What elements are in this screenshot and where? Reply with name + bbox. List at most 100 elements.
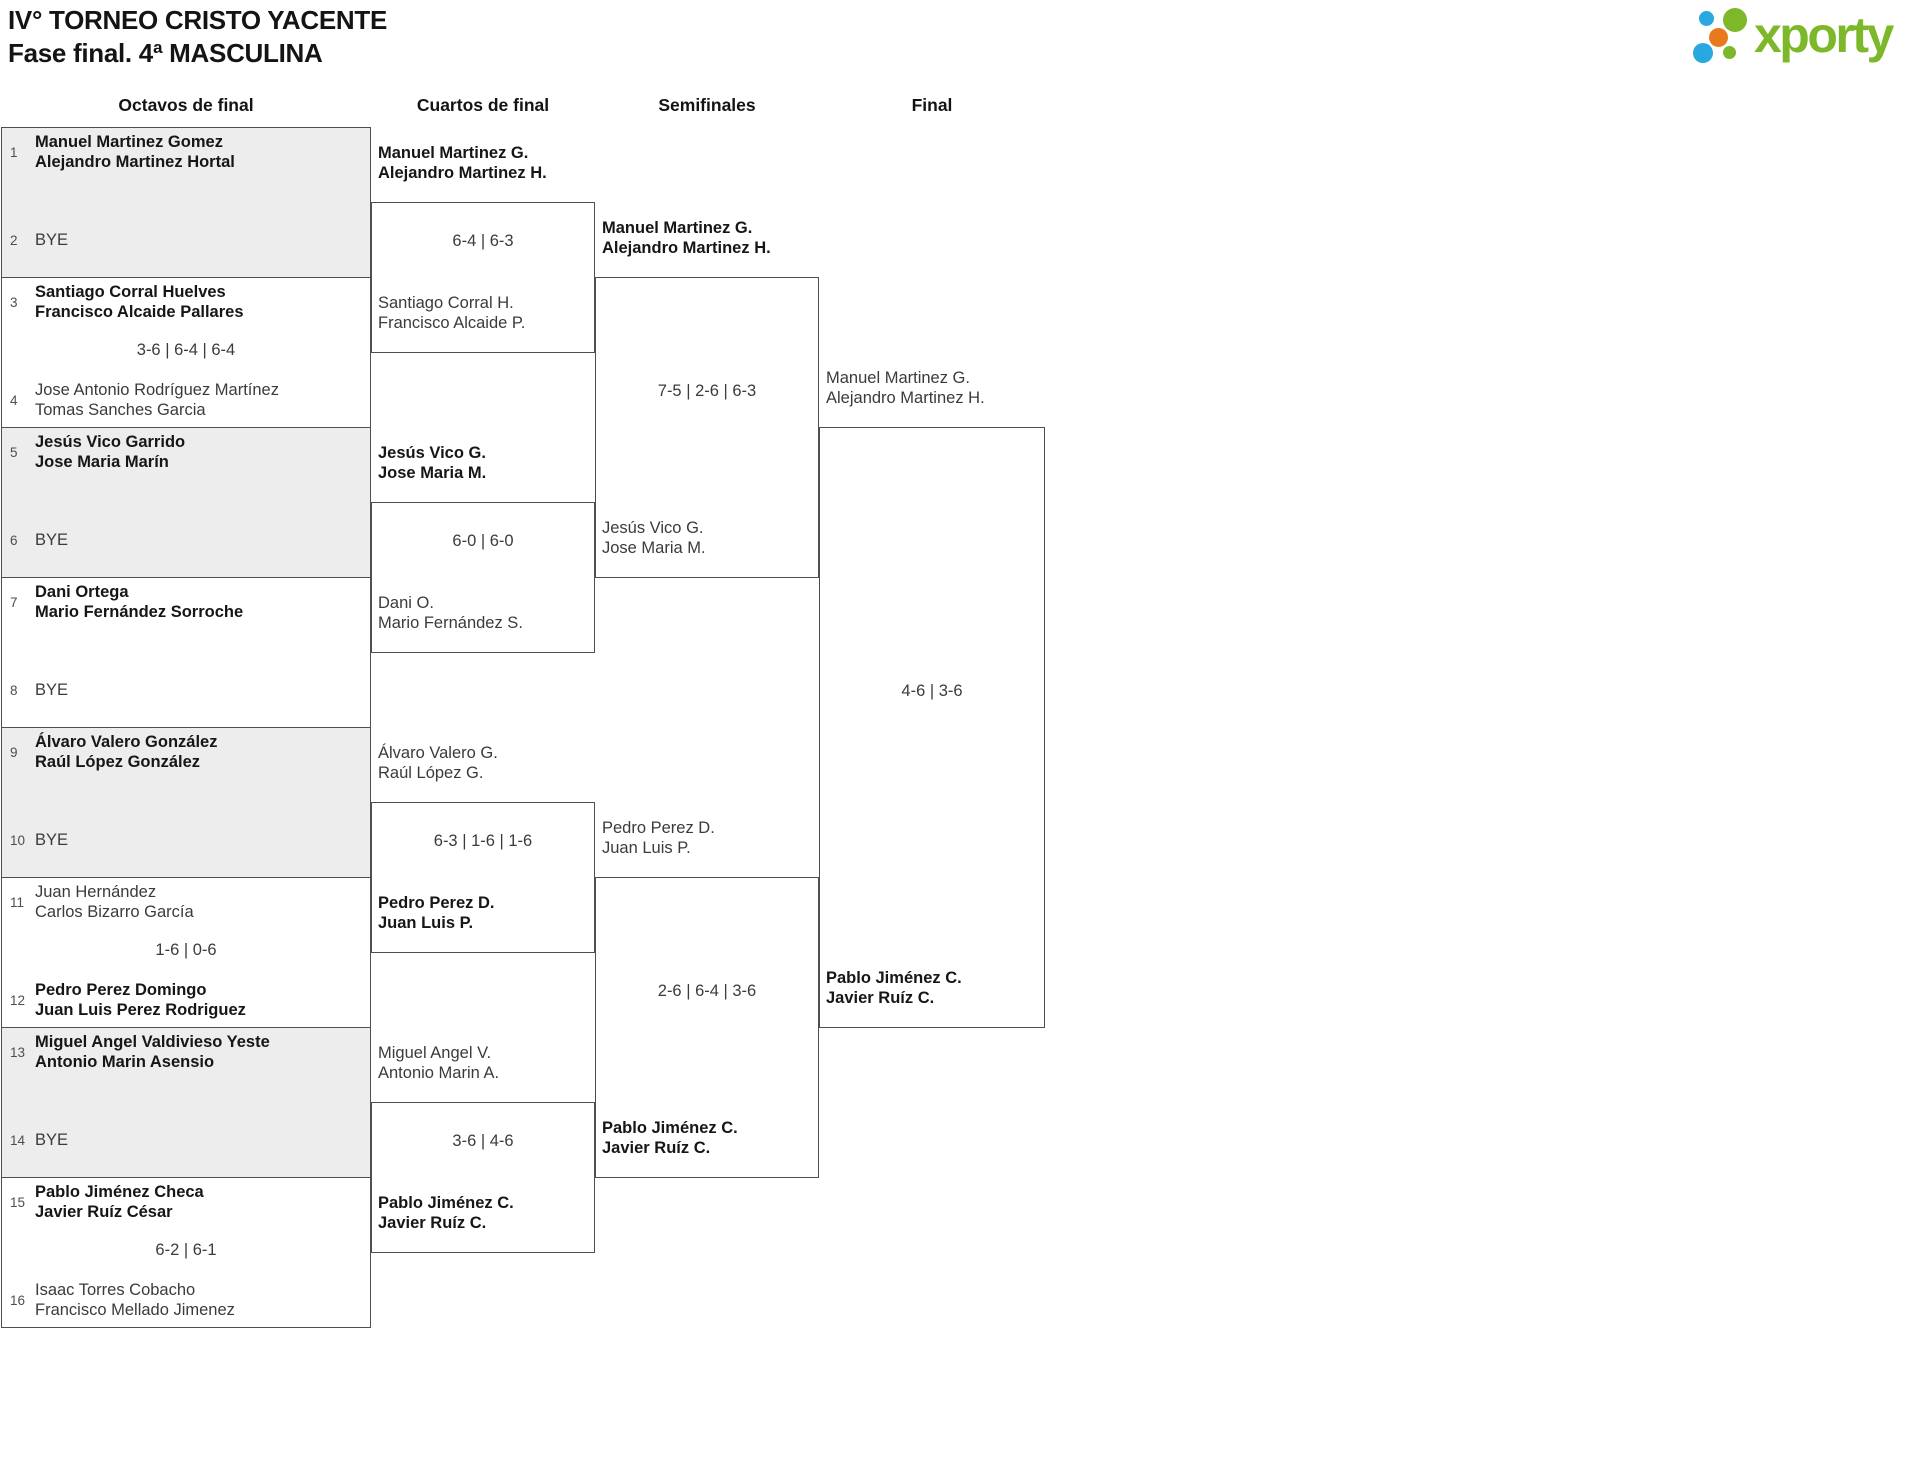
team-label: Santiago Corral H. Francisco Alcaide P. bbox=[378, 294, 526, 332]
match-score: 6-0 | 6-0 bbox=[452, 532, 514, 550]
team-names: Pablo Jiménez Checa Javier Ruíz César bbox=[35, 1183, 204, 1221]
sf-match-1-box bbox=[595, 277, 819, 578]
sf-match-2-box bbox=[595, 877, 819, 1178]
seed-number: 12 bbox=[10, 992, 26, 1008]
r16-match-1: 1 Manuel Martinez Gomez Alejandro Martin… bbox=[1, 127, 371, 278]
seed-number: 1 bbox=[10, 144, 18, 160]
seed-number: 16 bbox=[10, 1292, 26, 1308]
team-names: BYE bbox=[35, 831, 69, 849]
team-names: Dani Ortega Mario Fernández Sorroche bbox=[35, 583, 244, 621]
team-label: Pedro Perez D. Juan Luis P. bbox=[378, 894, 495, 932]
participant-row: 10 BYE bbox=[10, 831, 364, 851]
seed-number: 11 bbox=[10, 894, 25, 910]
match-score: 1-6 | 0-6 bbox=[155, 941, 217, 959]
qf-match-4-box bbox=[371, 1102, 595, 1253]
match-score: 2-6 | 6-4 | 3-6 bbox=[657, 982, 757, 1000]
seed-number: 4 bbox=[10, 392, 18, 408]
team-label: Manuel Martinez G. Alejandro Martinez H. bbox=[602, 219, 771, 257]
tournament-subtitle: Fase final. 4ª MASCULINA bbox=[8, 38, 323, 68]
team-names: Juan Hernández Carlos Bizarro García bbox=[35, 883, 194, 921]
participant-row: 11 Juan Hernández Carlos Bizarro García bbox=[10, 883, 364, 922]
team-label: Pedro Perez D. Juan Luis P. bbox=[602, 819, 715, 857]
round-header-final: Final bbox=[911, 95, 953, 115]
team-names: BYE bbox=[35, 681, 69, 699]
team-names: Jesús Vico Garrido Jose Maria Marín bbox=[35, 433, 186, 471]
final-match-box bbox=[819, 427, 1045, 1028]
participant-row: 16 Isaac Torres Cobacho Francisco Mellad… bbox=[10, 1281, 364, 1320]
qf-match-3-box bbox=[371, 802, 595, 953]
seed-number: 9 bbox=[10, 744, 18, 760]
team-label: Manuel Martinez G. Alejandro Martinez H. bbox=[378, 144, 547, 182]
seed-number: 6 bbox=[10, 532, 18, 548]
team-label: Jesús Vico G. Jose Maria M. bbox=[602, 519, 706, 557]
team-label: Pablo Jiménez C. Javier Ruíz C. bbox=[602, 1119, 738, 1157]
participant-row: 1 Manuel Martinez Gomez Alejandro Martin… bbox=[10, 133, 364, 172]
participant-row: 13 Miguel Angel Valdivieso Yeste Antonio… bbox=[10, 1033, 364, 1072]
seed-number: 3 bbox=[10, 294, 18, 310]
team-names: Jose Antonio Rodríguez Martínez Tomas Sa… bbox=[35, 381, 279, 419]
seed-number: 13 bbox=[10, 1044, 26, 1060]
team-names: Santiago Corral Huelves Francisco Alcaid… bbox=[35, 283, 244, 321]
participant-row: 2 BYE bbox=[10, 231, 364, 251]
r16-match-8: 15 Pablo Jiménez Checa Javier Ruíz César… bbox=[1, 1177, 371, 1328]
team-label: Dani O. Mario Fernández S. bbox=[378, 594, 523, 632]
participant-row: 12 Pedro Perez Domingo Juan Luis Perez R… bbox=[10, 981, 364, 1020]
r16-match-3: 5 Jesús Vico Garrido Jose Maria Marín 6 … bbox=[1, 427, 371, 578]
match-score: 6-4 | 6-3 bbox=[452, 232, 514, 250]
participant-row: 5 Jesús Vico Garrido Jose Maria Marín bbox=[10, 433, 364, 472]
r16-match-4: 7 Dani Ortega Mario Fernández Sorroche 8… bbox=[1, 577, 371, 728]
seed-number: 10 bbox=[10, 832, 26, 848]
team-label: Jesús Vico G. Jose Maria M. bbox=[378, 444, 487, 482]
match-score: 6-3 | 1-6 | 1-6 bbox=[433, 832, 533, 850]
match-score: 3-6 | 6-4 | 6-4 bbox=[136, 341, 236, 359]
seed-number: 5 bbox=[10, 444, 18, 460]
xporty-logo[interactable]: xporty bbox=[1690, 6, 1918, 78]
r16-match-7: 13 Miguel Angel Valdivieso Yeste Antonio… bbox=[1, 1027, 371, 1178]
seed-number: 2 bbox=[10, 232, 18, 248]
participant-row: 9 Álvaro Valero González Raúl López Gonz… bbox=[10, 733, 364, 772]
logo-dot-green-small-icon bbox=[1723, 46, 1736, 59]
r16-match-5: 9 Álvaro Valero González Raúl López Gonz… bbox=[1, 727, 371, 878]
participant-row: 8 BYE bbox=[10, 681, 364, 701]
team-names: Miguel Angel Valdivieso Yeste Antonio Ma… bbox=[35, 1033, 270, 1071]
seed-number: 7 bbox=[10, 594, 18, 610]
participant-row: 6 BYE bbox=[10, 531, 364, 551]
qf-match-2-box bbox=[371, 502, 595, 653]
round-header-cuartos: Cuartos de final bbox=[416, 95, 550, 115]
participant-row: 4 Jose Antonio Rodríguez Martínez Tomas … bbox=[10, 381, 364, 420]
team-names: Manuel Martinez Gomez Alejandro Martinez… bbox=[35, 133, 235, 171]
match-score: 7-5 | 2-6 | 6-3 bbox=[657, 382, 757, 400]
match-score: 4-6 | 3-6 bbox=[901, 682, 963, 700]
logo-dot-orange-icon bbox=[1709, 28, 1728, 47]
logo-dot-green-big-icon bbox=[1723, 8, 1747, 32]
seed-number: 8 bbox=[10, 682, 18, 698]
match-score: 6-2 | 6-1 bbox=[155, 1241, 217, 1259]
team-names: Pedro Perez Domingo Juan Luis Perez Rodr… bbox=[35, 981, 246, 1019]
team-names: BYE bbox=[35, 231, 69, 249]
team-names: Isaac Torres Cobacho Francisco Mellado J… bbox=[35, 1281, 235, 1319]
r16-match-2: 3 Santiago Corral Huelves Francisco Alca… bbox=[1, 277, 371, 428]
team-label: Manuel Martinez G. Alejandro Martinez H. bbox=[826, 369, 985, 407]
seed-number: 14 bbox=[10, 1132, 26, 1148]
logo-wordmark: xporty bbox=[1754, 7, 1894, 63]
qf-match-1-box bbox=[371, 202, 595, 353]
participant-row: 3 Santiago Corral Huelves Francisco Alca… bbox=[10, 283, 364, 322]
logo-dot-blue-big-icon bbox=[1693, 43, 1713, 63]
logo-dot-blue-small-icon bbox=[1699, 11, 1714, 26]
team-label: Álvaro Valero G. Raúl López G. bbox=[378, 744, 498, 782]
team-names: Álvaro Valero González Raúl López Gonzál… bbox=[35, 733, 218, 771]
tournament-title: IV° TORNEO CRISTO YACENTE bbox=[8, 5, 388, 35]
team-names: BYE bbox=[35, 1131, 69, 1149]
team-label: Pablo Jiménez C. Javier Ruíz C. bbox=[826, 969, 962, 1007]
participant-row: 7 Dani Ortega Mario Fernández Sorroche bbox=[10, 583, 364, 622]
participant-row: 15 Pablo Jiménez Checa Javier Ruíz César bbox=[10, 1183, 364, 1222]
seed-number: 15 bbox=[10, 1194, 26, 1210]
participant-row: 14 BYE bbox=[10, 1131, 364, 1151]
page-header: IV° TORNEO CRISTO YACENTE Fase final. 4ª… bbox=[8, 4, 387, 70]
round-header-octavos: Octavos de final bbox=[118, 95, 254, 115]
round-header-semifinales: Semifinales bbox=[658, 95, 756, 115]
r16-match-6: 11 Juan Hernández Carlos Bizarro García … bbox=[1, 877, 371, 1028]
match-score: 3-6 | 4-6 bbox=[452, 1132, 514, 1150]
team-label: Miguel Angel V. Antonio Marin A. bbox=[378, 1044, 500, 1082]
